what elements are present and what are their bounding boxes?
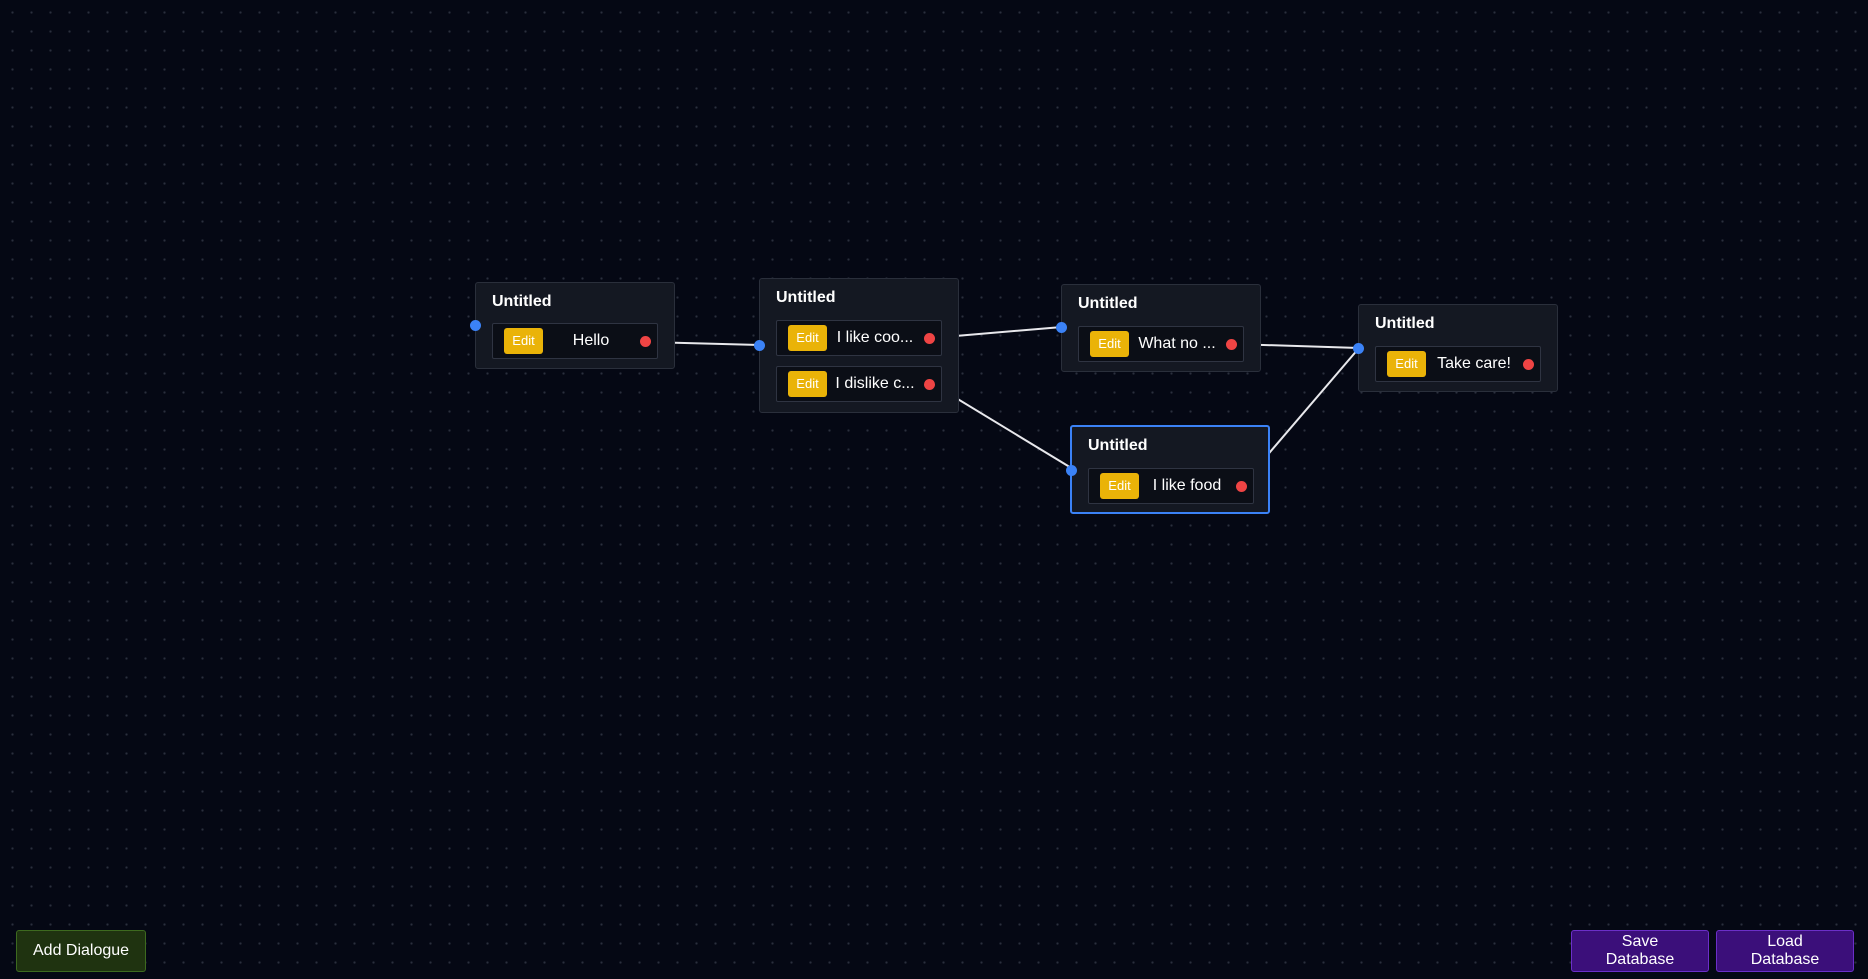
dialogue-option: Edit Hello [492, 323, 658, 359]
node-title: Untitled [1375, 315, 1435, 332]
dialogue-option: Edit I dislike c... [776, 366, 942, 402]
dialogue-node[interactable]: Untitled Edit I like coo... Edit I disli… [754, 278, 959, 413]
option-text: I dislike c... [835, 375, 915, 392]
dialogue-node[interactable]: Untitled Edit Take care! [1353, 304, 1558, 392]
save-database-button[interactable]: Save Database [1571, 930, 1709, 972]
dialogue-option: Edit What no ... [1078, 326, 1244, 362]
node-title: Untitled [492, 293, 552, 310]
dialogue-node[interactable]: Untitled Edit What no ... [1056, 284, 1261, 372]
option-text: I like coo... [836, 329, 914, 346]
load-database-button[interactable]: Load Database [1716, 930, 1854, 972]
node-title: Untitled [776, 289, 836, 306]
edit-button[interactable]: Edit [504, 328, 543, 354]
dialogue-node[interactable]: Untitled Edit Hello [470, 282, 675, 369]
output-handle[interactable] [640, 336, 651, 347]
input-handle[interactable] [1066, 465, 1077, 476]
dialogue-option: Edit I like coo... [776, 320, 942, 356]
add-dialogue-button[interactable]: Add Dialogue [16, 930, 147, 972]
input-handle[interactable] [470, 320, 481, 331]
edit-button[interactable]: Edit [1387, 351, 1426, 377]
option-text: Take care! [1437, 355, 1511, 372]
output-handle[interactable] [1523, 359, 1534, 370]
output-handle[interactable] [924, 379, 935, 390]
edit-button[interactable]: Edit [1090, 331, 1129, 357]
output-handle[interactable] [1236, 481, 1247, 492]
input-handle[interactable] [1353, 343, 1364, 354]
option-text: I like food [1152, 477, 1222, 494]
option-text: Hello [572, 332, 610, 349]
dialogue-option: Edit I like food [1088, 468, 1254, 504]
edit-button[interactable]: Edit [788, 325, 827, 351]
input-handle[interactable] [1056, 322, 1067, 333]
node-title: Untitled [1078, 295, 1138, 312]
edit-button[interactable]: Edit [1100, 473, 1139, 499]
dialogue-option: Edit Take care! [1375, 346, 1541, 382]
output-handle[interactable] [924, 333, 935, 344]
input-handle[interactable] [754, 340, 765, 351]
option-text: What no ... [1138, 335, 1216, 352]
output-handle[interactable] [1226, 339, 1237, 350]
node-title: Untitled [1088, 437, 1148, 454]
edit-button[interactable]: Edit [788, 371, 827, 397]
dialogue-node-selected[interactable]: Untitled Edit I like food [1066, 425, 1270, 514]
